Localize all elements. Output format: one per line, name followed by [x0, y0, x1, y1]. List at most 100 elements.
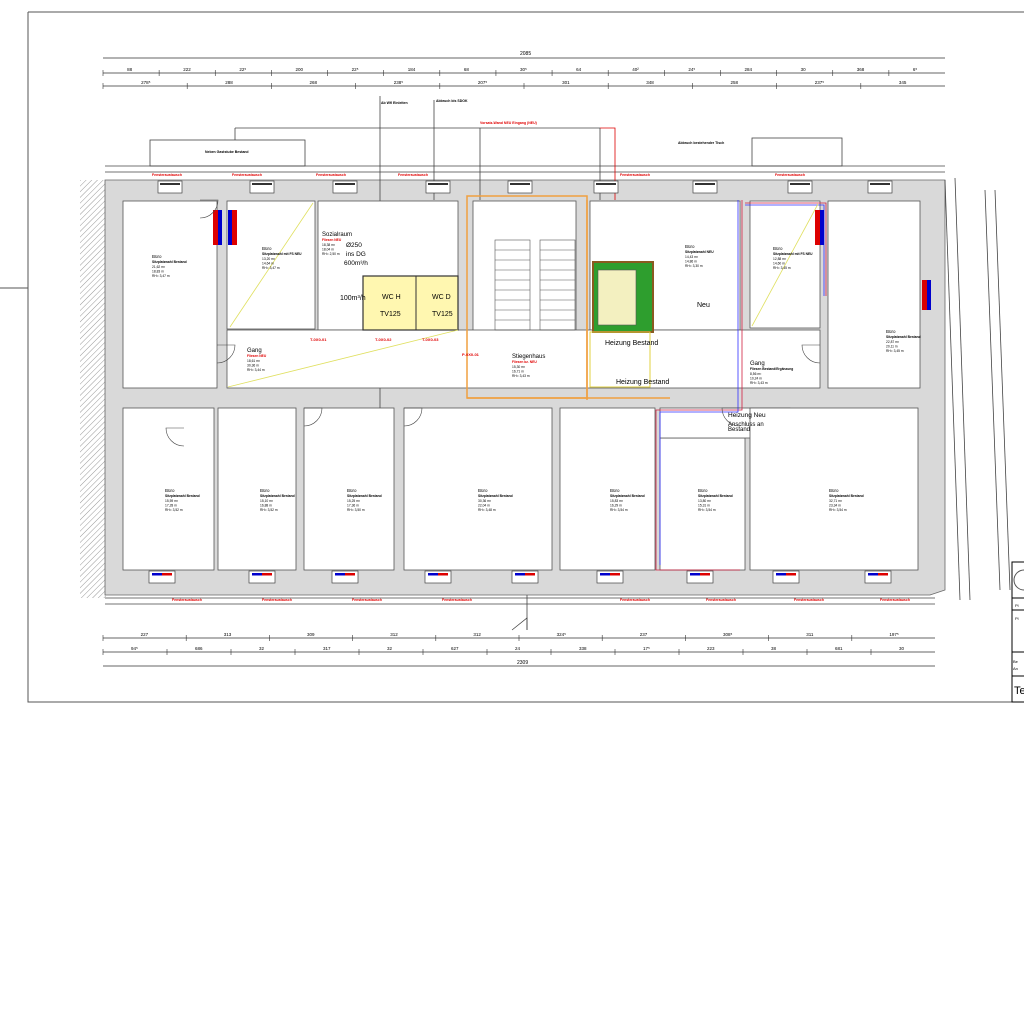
large-labels: WC H WC D TV125 TV125 Ø250 ins DG 600m³/… [310, 242, 766, 433]
room-name: Büro [260, 488, 270, 493]
dim-value: 348 [646, 80, 654, 85]
window-bottom [686, 570, 714, 584]
label-door2: T-0X0-02 [375, 337, 392, 342]
tb-row4: An [1013, 666, 1018, 671]
window-sill [335, 183, 355, 185]
label-heat-existing: Heizung Bestand [605, 340, 658, 347]
room-name: Büro [165, 488, 175, 493]
room-perimeter: 23,34 m [829, 504, 841, 508]
red-line [600, 127, 616, 200]
dim-value: 197⁵ [889, 632, 899, 637]
dim-value: 268 [310, 80, 318, 85]
window-bottom [772, 570, 800, 584]
radiator-blue [335, 573, 345, 576]
door-swing [721, 407, 741, 427]
dim-value: 200 [295, 67, 303, 72]
dim-value: 6⁵ [913, 67, 918, 72]
note-gf: Neben Gaststube Bestand [205, 150, 249, 154]
window-bottom [511, 570, 539, 584]
radiator-red [262, 573, 272, 576]
dim-value: 324⁵ [557, 632, 567, 637]
radiator-blue [868, 573, 878, 576]
room-perimeter: 15,31 m [698, 504, 710, 508]
radiator-blue [690, 573, 700, 576]
radiator-blue [152, 573, 162, 576]
room-area: 15,59 m² [165, 499, 179, 503]
label-flow2: 100m³/h [340, 295, 366, 302]
room-height: RH= 3,44 m [247, 368, 265, 372]
room-perimeter: 14,86 m [685, 260, 697, 264]
dim-value: 38 [771, 646, 777, 651]
tb-row2: Pl [1015, 616, 1019, 621]
room-height: RH= 3,50 m [347, 508, 365, 512]
pipe-red-top [745, 202, 827, 296]
dim-value: 313 [224, 632, 232, 637]
room-area: 22,87 m² [886, 340, 900, 344]
drawing-frame [27, 12, 1024, 703]
room-flooring: Sitzplatzwahl Bestand [829, 494, 864, 498]
room-buero-b3 [303, 407, 395, 571]
room-area: 15,30 m² [512, 365, 526, 369]
window-top [157, 180, 183, 194]
room-flooring: Fliesen Bestand/Ergänzung [750, 367, 793, 371]
room-corridor [226, 329, 821, 389]
window-replacement-label: Fensteraustausch [880, 598, 910, 602]
room-perimeter: 20,11 m [886, 345, 898, 349]
window-replacement-label: Fensteraustausch [262, 598, 292, 602]
room-flooring: Sitzplatzwahl Bestand [698, 494, 733, 498]
window-replacement-label: Fensteraustausch [152, 173, 182, 177]
radiator-blue [600, 573, 610, 576]
room-name: Büro [773, 246, 783, 251]
staircase [494, 239, 576, 331]
room-perimeter: 14,60 m [773, 262, 785, 266]
room-area: 32,71 m² [829, 499, 843, 503]
door-swing [801, 344, 821, 364]
room-perimeter: 22,04 m [478, 504, 490, 508]
tb-row1: Pl [1015, 603, 1019, 608]
window-sill [790, 183, 810, 185]
room-height: RH= 3,54 m [829, 508, 847, 512]
room-flooring: Sitzplatzwahl Bestand [610, 494, 645, 498]
dim-value: 24 [515, 646, 521, 651]
heating-pipe-red [655, 200, 743, 571]
window-replacement-label: Fensteraustausch [442, 598, 472, 602]
dim-value: 68 [464, 67, 470, 72]
window-sill [252, 183, 272, 185]
label-heat-new3: Bestand [728, 427, 750, 433]
label-heat-base: Heizung Bestand [616, 379, 669, 386]
room-area: 30,36 m² [478, 499, 492, 503]
room-height: RH= 3,47 m [262, 266, 280, 270]
dim-value: 308⁵ [723, 632, 733, 637]
dim-value: 686 [195, 646, 203, 651]
dim-value: 338 [579, 646, 587, 651]
room-name: Büro [152, 254, 162, 259]
room-height: RH= 3,48 m [478, 508, 496, 512]
window-sill [510, 183, 530, 185]
room-area: 15,10 m² [260, 499, 274, 503]
dim-overall-bottom: 2309 [517, 660, 528, 666]
note-b: Abbruch bis SDOK [436, 99, 468, 103]
door-swing [403, 407, 423, 427]
label-door3: T-0X0-03 [422, 337, 439, 342]
dim-value: 237⁵ [815, 80, 825, 85]
dim-value: 627 [451, 646, 459, 651]
label-door1: T-0X0-01 [310, 337, 327, 342]
door-swing [165, 427, 185, 447]
room-buero-6 [827, 200, 921, 389]
room-area: 13,20 m² [262, 257, 276, 261]
dim-value: 238⁵ [394, 80, 404, 85]
dim-value: 288 [225, 80, 233, 85]
radiator-red [438, 573, 448, 576]
room-stairs [472, 200, 577, 332]
window-bottom [331, 570, 359, 584]
window-replacement-label: Fensteraustausch [352, 598, 382, 602]
room-flooring: Sitzplatzwahl Bestand [165, 494, 200, 498]
heating-pipe-blue [659, 200, 739, 565]
radiator-blue [428, 573, 438, 576]
room-height: RH= 3,45 m [886, 349, 904, 353]
room-height: RH= 3,30 m [685, 264, 703, 268]
